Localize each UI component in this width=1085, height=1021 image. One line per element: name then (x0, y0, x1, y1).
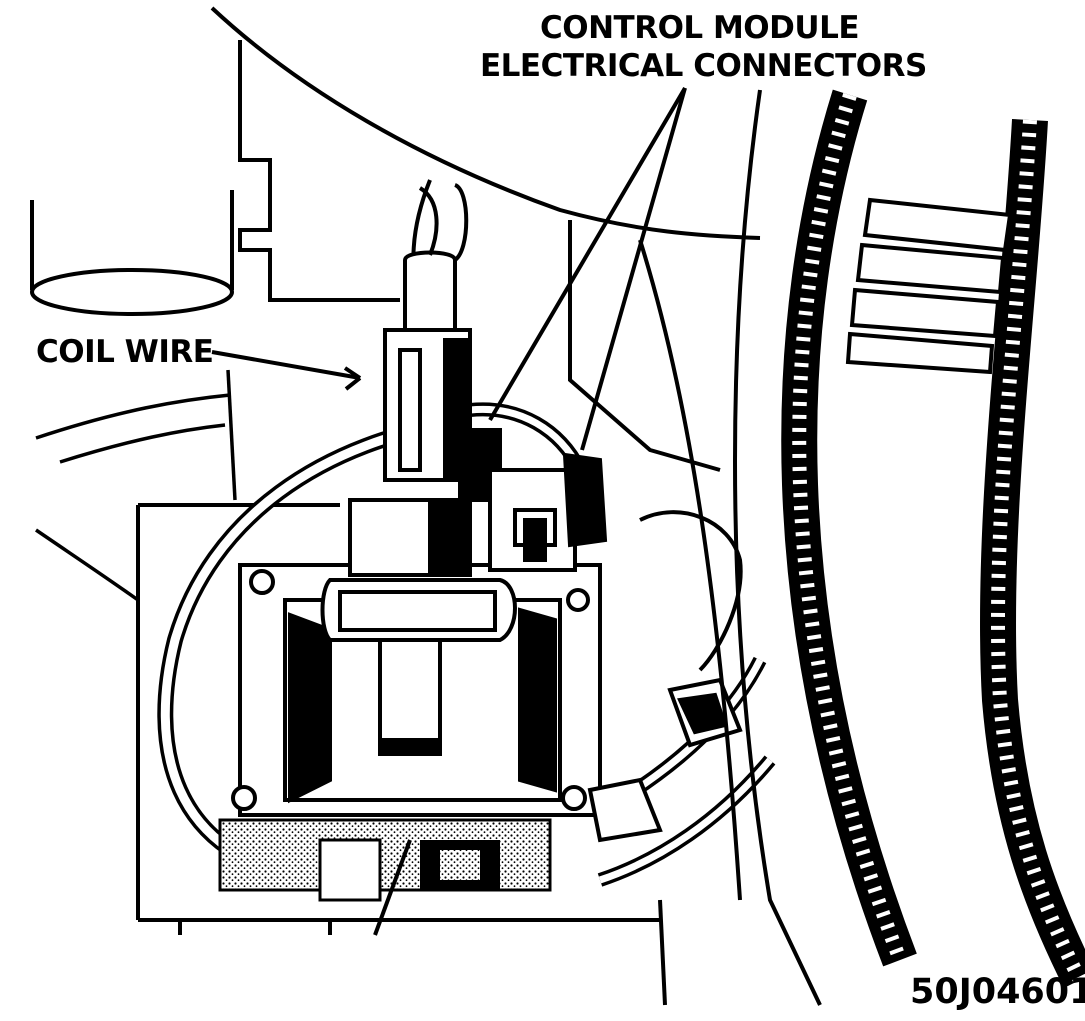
hose-clamp (845, 197, 1013, 375)
radiator-hose (781, 89, 1085, 989)
leader-lines (211, 86, 687, 936)
connector-leader-right (580, 87, 687, 451)
coil-mounting-bracket (136, 503, 667, 1006)
coil-wire-leader (211, 350, 361, 380)
figure-id: 50J04601 (910, 972, 1085, 1012)
control-module-label-line1: CONTROL MODULE (540, 10, 860, 46)
reservoir-cylinder (30, 190, 234, 316)
connector-leader-left (488, 86, 687, 422)
coil-wire-label: COIL WIRE (36, 334, 214, 370)
coil-wire-boot (348, 183, 472, 577)
left-panel (35, 369, 237, 602)
coil-base (218, 818, 552, 902)
control-module-label-line2: ELECTRICAL CONNECTORS (480, 48, 927, 84)
vertical-tube (638, 89, 822, 1006)
engine-bracket (210, 6, 761, 472)
control-module-connectors (458, 428, 608, 572)
ignition-coil (231, 563, 602, 817)
